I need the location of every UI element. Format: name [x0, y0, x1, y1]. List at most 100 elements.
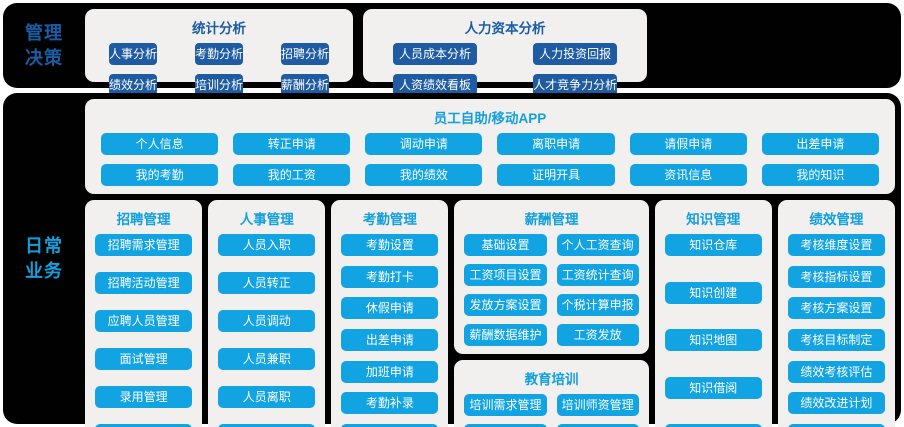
module-button[interactable]: 知识仓库	[664, 234, 762, 256]
panel-human-capital-analysis: 人力资本分析 人员成本分析 人力投资回报人资绩效看板 人才竞争力分析	[363, 9, 648, 96]
module-button[interactable]: 工资项目设置	[464, 264, 547, 286]
salary-training-column: 薪酬管理 基础设置个人工资查询工资项目设置工资统计查询发放方案设置个税计算申报薪…	[454, 200, 649, 427]
human-capital-analysis-buttons: 人员成本分析 人力投资回报人资绩效看板 人才竞争力分析	[373, 43, 637, 96]
module-button[interactable]: 出差申请	[761, 133, 879, 155]
module-button[interactable]: 基础设置	[464, 234, 547, 256]
module-button[interactable]: 招聘需求管理	[95, 234, 193, 256]
module-button[interactable]: 人员入职	[218, 234, 316, 256]
module-button[interactable]: 考勤设置	[341, 234, 439, 256]
compensation-buttons: 基础设置个人工资查询工资项目设置工资统计查询发放方案设置个税计算申报薪酬数据维护…	[464, 234, 639, 346]
module-button[interactable]: 人员兼职	[218, 348, 316, 370]
module-button[interactable]: 出差申请	[341, 328, 439, 351]
module-button[interactable]: 人事分析	[109, 43, 158, 65]
module-button[interactable]: 人员转正	[218, 272, 316, 294]
recruitment-buttons: 招聘需求管理招聘活动管理应聘人员管理面试管理录用管理报道管理	[95, 234, 193, 427]
module-button[interactable]: 录用管理	[95, 386, 193, 408]
module-button[interactable]: 考勤打卡	[341, 265, 439, 288]
module-button[interactable]: 培训师资管理	[556, 394, 639, 416]
management-panels-row: 统计分析 人事分析 考勤分析 招聘分析绩效分析 培训分析 薪酬分析 人力资本分析 人员成…	[85, 3, 901, 96]
module-button[interactable]: 绩效分析	[109, 74, 158, 96]
module-button[interactable]: 个税计算申报	[556, 294, 639, 316]
module-button[interactable]: 绩效考核评估	[787, 360, 885, 383]
module-button[interactable]: 薪酬分析	[281, 74, 330, 96]
module-button[interactable]: 调动申请	[365, 133, 483, 155]
module-button[interactable]: 考勤查询	[341, 423, 439, 427]
panel-compensation-management: 薪酬管理 基础设置个人工资查询工资项目设置工资统计查询发放方案设置个税计算申报薪…	[454, 200, 649, 354]
performance-buttons: 考核维度设置考核指标设置考核方案设置考核目标制定绩效考核评估绩效改进计划绩效查询	[787, 234, 885, 427]
module-button[interactable]: 证明开具	[497, 164, 615, 186]
module-button[interactable]: 人才竞争力分析	[533, 74, 618, 96]
panel-title-attendance: 考勤管理	[362, 212, 417, 227]
knowledge-buttons: 知识仓库知识创建知识地图知识借阅知识积分	[664, 234, 762, 427]
module-button[interactable]: 知识借阅	[664, 376, 762, 399]
panel-education-training: 教育培训 培训需求管理培训师资管理培训计划管理培训结果管理	[454, 360, 649, 427]
module-button[interactable]: 考核方案设置	[787, 297, 885, 320]
panel-personnel-management: 人事管理 人员入职人员转正人员调动人员兼职人员离职人员信息维护	[208, 200, 326, 427]
module-button[interactable]: 离职申请	[497, 133, 615, 155]
statistical-analysis-buttons: 人事分析 考勤分析 招聘分析绩效分析 培训分析 薪酬分析	[95, 43, 343, 96]
module-button[interactable]: 资讯信息	[629, 164, 747, 186]
module-button[interactable]: 知识地图	[664, 329, 762, 351]
module-button[interactable]: 招聘分析	[281, 43, 330, 65]
module-button[interactable]: 加班申请	[341, 360, 439, 383]
module-button[interactable]: 人力投资回报	[533, 43, 618, 65]
panel-knowledge-management: 知识管理 知识仓库知识创建知识地图知识借阅知识积分	[654, 200, 772, 427]
module-button[interactable]: 我的工资	[233, 164, 351, 186]
module-button[interactable]: 人员信息维护	[218, 424, 316, 427]
daily-business-content: 员工自助/移动APP 个人信息转正申请调动申请离职申请请假申请出差申请我的考勤我…	[85, 93, 901, 427]
module-button[interactable]: 人资绩效看板	[393, 74, 478, 96]
panel-recruitment-management: 招聘管理 招聘需求管理招聘活动管理应聘人员管理面试管理录用管理报道管理	[85, 200, 203, 427]
module-button[interactable]: 发放方案设置	[464, 294, 547, 316]
module-button[interactable]: 考勤分析	[195, 43, 244, 65]
panel-title-employee-app: 员工自助/移动APP	[433, 111, 547, 126]
module-columns-row: 招聘管理 招聘需求管理招聘活动管理应聘人员管理面试管理录用管理报道管理 人事管理…	[85, 200, 895, 427]
panel-title-statistical-analysis: 统计分析	[192, 21, 247, 36]
module-button[interactable]: 考勤补录	[341, 392, 439, 415]
module-button[interactable]: 面试管理	[95, 348, 193, 370]
panel-title-human-capital-analysis: 人力资本分析	[464, 21, 546, 36]
personnel-buttons: 人员入职人员转正人员调动人员兼职人员离职人员信息维护	[218, 234, 316, 427]
module-button[interactable]: 请假申请	[629, 133, 747, 155]
module-button[interactable]: 培训计划管理	[464, 424, 547, 427]
module-button[interactable]: 人员离职	[218, 386, 316, 408]
module-button[interactable]: 考核目标制定	[787, 328, 885, 351]
section-daily-business: 日常 业务 员工自助/移动APP 个人信息转正申请调动申请离职申请请假申请出差申…	[3, 93, 901, 427]
panel-attendance-management: 考勤管理 考勤设置考勤打卡休假申请出差申请加班申请考勤补录考勤查询	[331, 200, 449, 427]
panel-title-recruitment: 招聘管理	[116, 212, 171, 227]
module-button[interactable]: 培训需求管理	[464, 394, 547, 416]
panel-title-personnel: 人事管理	[239, 212, 294, 227]
module-button[interactable]: 工资发放	[556, 324, 639, 346]
module-button[interactable]: 我的绩效	[365, 164, 483, 186]
module-button[interactable]: 我的考勤	[101, 164, 219, 186]
module-button[interactable]: 个人工资查询	[556, 234, 639, 256]
module-button[interactable]: 培训结果管理	[556, 424, 639, 427]
module-button[interactable]: 考核维度设置	[787, 234, 885, 256]
module-button[interactable]: 个人信息	[101, 133, 219, 155]
education-training-buttons: 培训需求管理培训师资管理培训计划管理 培训结果管理	[464, 394, 639, 427]
panel-title-compensation: 薪酬管理	[524, 212, 579, 227]
module-button[interactable]: 绩效改进计划	[787, 392, 885, 415]
attendance-buttons: 考勤设置考勤打卡休假申请出差申请加班申请考勤补录考勤查询	[341, 234, 439, 427]
module-button[interactable]: 人员调动	[218, 310, 316, 332]
module-button[interactable]: 转正申请	[233, 133, 351, 155]
panel-employee-self-service-app: 员工自助/移动APP 个人信息转正申请调动申请离职申请请假申请出差申请我的考勤我…	[85, 99, 895, 194]
module-button[interactable]: 考核指标设置	[787, 265, 885, 288]
module-button[interactable]: 招聘活动管理	[95, 272, 193, 294]
module-button[interactable]: 我的知识	[761, 164, 879, 186]
section-management-decision: 管理 决策 统计分析 人事分析 考勤分析 招聘分析绩效分析 培训分析 薪酬分析 人力资本…	[3, 3, 901, 96]
section-label-management-decision: 管理 决策	[25, 23, 63, 68]
module-button[interactable]: 知识积分	[664, 424, 762, 427]
module-button[interactable]: 报道管理	[95, 424, 193, 427]
panel-performance-management: 绩效管理 考核维度设置考核指标设置考核方案设置考核目标制定绩效考核评估绩效改进计…	[777, 200, 895, 427]
module-button[interactable]: 人员成本分析	[393, 43, 478, 65]
module-button[interactable]: 应聘人员管理	[95, 310, 193, 332]
panel-title-performance: 绩效管理	[809, 212, 864, 227]
module-button[interactable]: 工资统计查询	[556, 264, 639, 286]
module-button[interactable]: 绩效查询	[787, 423, 885, 427]
module-button[interactable]: 培训分析	[195, 74, 244, 96]
module-button[interactable]: 知识创建	[664, 281, 762, 304]
panel-statistical-analysis: 统计分析 人事分析 考勤分析 招聘分析绩效分析 培训分析 薪酬分析	[85, 9, 354, 96]
module-button[interactable]: 薪酬数据维护	[464, 324, 547, 346]
module-button[interactable]: 休假申请	[341, 297, 439, 320]
